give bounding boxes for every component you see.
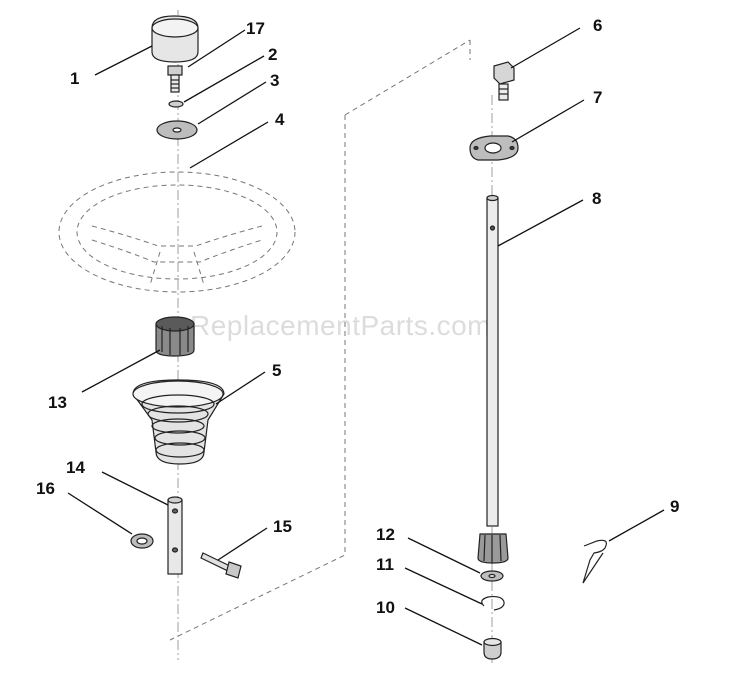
callout-14: 14 xyxy=(66,458,85,477)
leader-1 xyxy=(94,45,153,76)
part-cap xyxy=(151,15,199,63)
leader-3 xyxy=(197,81,267,125)
part-steering-wheel xyxy=(58,171,296,293)
leader-10 xyxy=(404,607,483,646)
part-cap-nut xyxy=(483,637,502,660)
callout-17: 17 xyxy=(246,19,265,38)
leader-2 xyxy=(183,55,265,103)
part-column-bolt xyxy=(493,61,515,101)
callout-3: 3 xyxy=(270,71,279,90)
part-retaining-ring xyxy=(481,595,505,611)
leader-14 xyxy=(101,471,169,506)
callout-2: 2 xyxy=(268,45,277,64)
leader-11 xyxy=(404,567,483,605)
callout-11: 11 xyxy=(376,555,394,574)
callout-15: 15 xyxy=(273,517,292,536)
watermark-text: ReplacementParts.com xyxy=(190,310,491,341)
leader-12 xyxy=(407,537,481,574)
callout-10: 10 xyxy=(376,598,395,617)
panel-outline xyxy=(169,39,471,641)
part-shaft-bolt xyxy=(200,552,242,579)
callout-1: 1 xyxy=(70,69,79,88)
part-gear-adapter xyxy=(155,316,195,357)
callout-8: 8 xyxy=(592,189,601,208)
part-pinion-gear xyxy=(477,533,509,564)
callout-6: 6 xyxy=(593,16,602,35)
callout-9: 9 xyxy=(670,497,679,516)
leader-15 xyxy=(217,527,268,561)
part-hairpin-clip xyxy=(582,539,607,584)
leader-9 xyxy=(608,509,665,542)
part-flat-washer xyxy=(156,120,198,140)
part-flange-bearing xyxy=(469,135,519,161)
part-steering-shaft xyxy=(486,194,499,527)
part-bellows-boot xyxy=(132,379,225,465)
leader-6 xyxy=(510,27,581,69)
leader-16 xyxy=(67,492,133,535)
callout-12: 12 xyxy=(376,525,395,544)
leader-13 xyxy=(81,349,161,393)
part-lower-shaft xyxy=(167,496,183,575)
callout-4: 4 xyxy=(275,110,285,129)
callout-7: 7 xyxy=(593,88,602,107)
part-lock-washer xyxy=(168,100,184,108)
part-gear-washer xyxy=(480,570,504,582)
callout-13: 13 xyxy=(48,393,67,412)
leader-4 xyxy=(189,121,269,169)
part-cap-bolt xyxy=(167,65,183,93)
callout-5: 5 xyxy=(272,361,281,380)
leader-7 xyxy=(511,99,585,143)
part-bushing xyxy=(130,533,154,549)
callout-16: 16 xyxy=(36,479,55,498)
leader-5 xyxy=(215,371,266,405)
leader-17 xyxy=(187,29,246,68)
leader-8 xyxy=(497,199,584,247)
